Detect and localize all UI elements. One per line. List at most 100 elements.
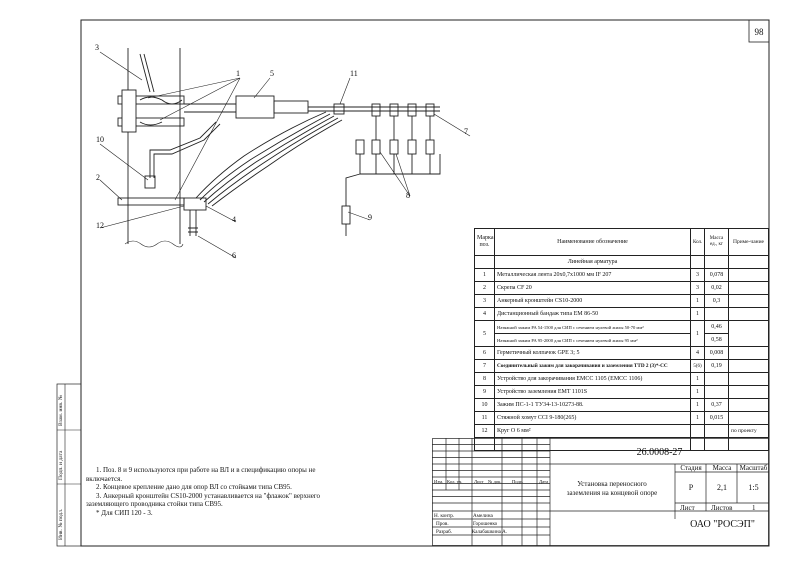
row-mark: 4: [474, 307, 495, 321]
drawing-title-line1: Установка переносного: [577, 480, 647, 488]
sheet-number: 98: [754, 27, 764, 37]
row-mark: 12: [474, 424, 495, 438]
pole-drawing: [117, 48, 441, 248]
row-name: Натяжной зажим PA 54-1500 для СИП с сече…: [494, 320, 691, 334]
row-mark: 10: [474, 398, 495, 412]
side-stamp-sign: Подп. и дата: [58, 450, 64, 480]
spec-header-mass: Масса ед., кг: [704, 228, 729, 256]
row-mass: [704, 385, 729, 399]
row-name: Натяжной зажим PA 95-2000 для СИП с сече…: [494, 333, 691, 347]
callout-11: 11: [350, 69, 358, 78]
row-mark: 2: [474, 281, 495, 295]
stage-value: Р: [688, 483, 694, 492]
row-mass: [704, 424, 729, 438]
note-line: 2. Концевое крепление дано для опор ВЛ с…: [96, 483, 292, 491]
callout-8: 8: [406, 191, 410, 200]
row-name: Зажим ПС-1-1 ТУ34-13-10273-88.: [494, 398, 691, 412]
callout-10: 10: [96, 135, 104, 144]
row-mass: 0,19: [704, 359, 729, 373]
row-note: [728, 320, 769, 347]
row-mark: 11: [474, 411, 495, 425]
row-mass: 0,008: [704, 346, 729, 360]
side-stamp-inv: Инв. № подл.: [58, 508, 64, 540]
row-qty: 3: [690, 268, 705, 282]
callout-7: 7: [464, 127, 468, 136]
row-note: [728, 294, 769, 308]
row-qty: 1: [690, 398, 705, 412]
rev-header: Лист: [474, 479, 484, 484]
row-qty: [690, 424, 705, 438]
row-mark: 3: [474, 294, 495, 308]
row-mark: 1: [474, 268, 495, 282]
row-qty: 1: [690, 320, 705, 347]
rev-header: № док.: [488, 479, 502, 484]
organization-name: ОАО "РОСЭП": [690, 519, 755, 530]
drawing-code: 26.0008-27: [636, 447, 683, 458]
scale-label: Масштаб: [739, 464, 768, 472]
row-qty: 1: [690, 385, 705, 399]
spec-table: Марка поз. Наименование обозначение Кол.…: [474, 228, 769, 451]
spec-header-name: Наименование обозначение: [494, 228, 691, 256]
row-note: [728, 398, 769, 412]
callout-6: 6: [232, 251, 236, 260]
sheets-label: Листов: [711, 504, 733, 512]
side-stamp-replace: Взам. инв. №: [58, 395, 64, 426]
side-stamp-strip: [56, 383, 82, 547]
row-name: Устройство заземления EMT 1101S: [494, 385, 691, 399]
row-qty: 3: [690, 281, 705, 295]
row-name: Анкерный кронштейн CS10-2000: [494, 294, 691, 308]
row-mark: 7: [474, 359, 495, 373]
row-mark: 8: [474, 372, 495, 386]
row-mass: [704, 372, 729, 386]
person-name: Горошенко: [473, 521, 498, 527]
role-label: Пров.: [436, 521, 449, 527]
row-note: [728, 268, 769, 282]
row-mass: 0,015: [704, 411, 729, 425]
row-note: [728, 385, 769, 399]
row-note: [728, 372, 769, 386]
drawing-notes: 1. Поз. 8 и 9 используются при работе на…: [86, 466, 376, 517]
note-line: * Для СИП 120 - 3.: [96, 508, 153, 517]
spec-section-title: Линейная арматура: [494, 255, 691, 269]
spec-header-note: Приме-чание: [728, 228, 769, 256]
spec-header-row: Марка поз. Наименование обозначение Кол.…: [474, 228, 769, 256]
role-label: Разраб.: [436, 529, 453, 535]
note-line: 3. Анкерный кронштейн CS10-2000 устанавл…: [96, 491, 320, 500]
mass-value: 2,1: [717, 483, 727, 492]
sheet-number-box: [748, 19, 770, 43]
table-row: [474, 437, 769, 451]
row-mass: 0,078: [704, 268, 729, 282]
row-note: [728, 411, 769, 425]
title-block-grid: [432, 438, 769, 546]
sheet-label: Лист: [680, 504, 695, 512]
row-name: Стяжной хомут ССI 9-180(265): [494, 411, 691, 425]
row-name: Устройство для закорачивания EMCC 1105 (…: [494, 372, 691, 386]
rev-header: Подп.: [512, 479, 524, 484]
note-line: включается.: [86, 474, 123, 483]
row-mark: 5: [474, 320, 495, 347]
sheets-count: 1: [752, 504, 756, 512]
row-note: [728, 346, 769, 360]
role-label: Н. контр.: [434, 513, 455, 519]
spec-header-mark: Марка поз.: [474, 228, 495, 256]
callout-1: 1: [236, 69, 240, 78]
rev-header: Кол. уч.: [447, 479, 463, 484]
row-name: Дистанционный бандаж типа EM 86-50: [494, 307, 691, 321]
row-mark: 9: [474, 385, 495, 399]
row-mark: 6: [474, 346, 495, 360]
stage-label: Стадия: [680, 464, 702, 472]
row-note: [728, 281, 769, 295]
mass-label: Масса: [712, 464, 732, 472]
row-qty: 1: [690, 372, 705, 386]
drawing-title-line2: заземления на концевой опоре: [566, 489, 658, 497]
row-mass: 0,37: [704, 398, 729, 412]
